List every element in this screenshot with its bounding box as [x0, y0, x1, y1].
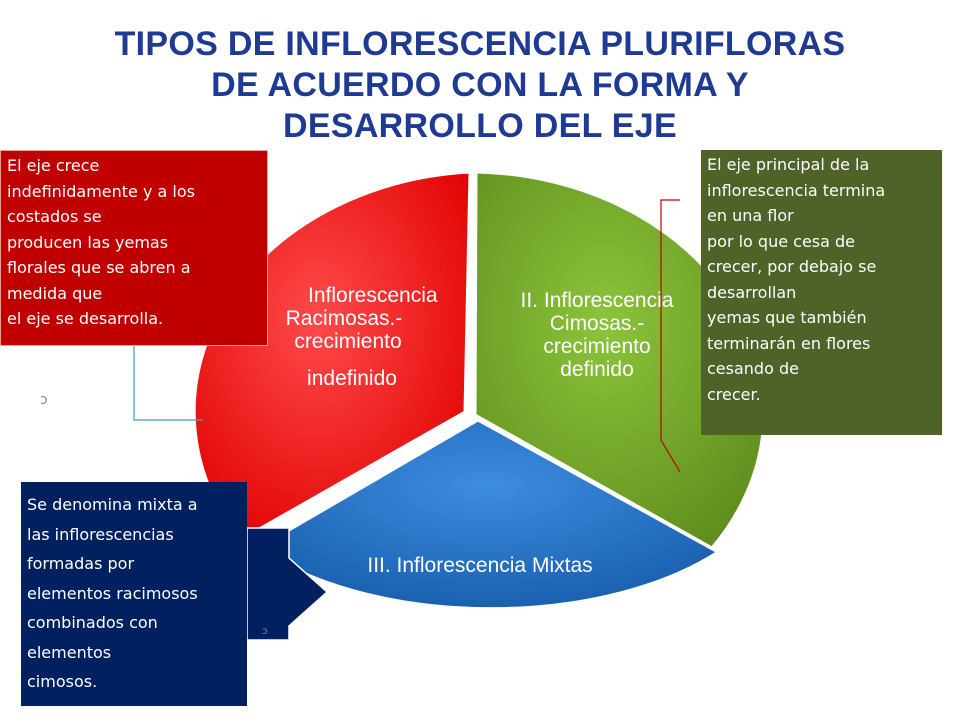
- cimosa-label-line-2: Cimosas.-: [549, 312, 645, 335]
- racimosa-label-line-1: Inflorescencia: [308, 284, 438, 307]
- racimosa-desc-line-4: producen las yemas: [7, 232, 169, 252]
- slide-title: TIPOS DE INFLORESCENCIA PLURIFLORAS DE A…: [40, 24, 920, 147]
- mixta-desc-line-7: cimosos.: [27, 672, 98, 691]
- cimosa-label: II. Inflorescencia Cimosas.- crecimiento…: [492, 289, 702, 381]
- racimosa-description-box: El eje crece indefinidamente y a los cos…: [0, 150, 268, 346]
- mixta-desc-line-3: formadas por: [27, 554, 135, 573]
- cimosa-desc-line-8: terminarán en flores: [707, 333, 871, 353]
- cimosa-desc-line-1: El eje principal de la: [707, 155, 870, 174]
- racimosa-desc-line-7: el eje se desarrolla.: [7, 309, 164, 328]
- cimosa-desc-line-10: crecer.: [707, 384, 761, 404]
- mixta-desc-line-4: elementos racimosos: [27, 583, 198, 603]
- cimosa-connector-line: [660, 199, 681, 473]
- racimosa-desc-line-2: indefinidamente y a los: [7, 181, 195, 201]
- mixta-label: III. Inflorescencia Mixtas: [320, 554, 640, 577]
- cimosa-desc-line-2: inflorescencia termina: [707, 180, 886, 200]
- cimosa-desc-line-9: cesando de: [707, 359, 799, 378]
- title-line-2: DE ACUERDO CON LA FORMA Y: [211, 66, 749, 104]
- racimosa-desc-line-6: medida que: [7, 283, 103, 303]
- racimosa-desc-line-3: costados se: [7, 207, 102, 226]
- racimosa-desc-line-5: florales que se abren a: [7, 258, 191, 277]
- mixta-desc-line-6: elementos: [27, 642, 112, 662]
- title-line-3: DESARROLLO DEL EJE: [283, 107, 677, 145]
- cimosa-label-line-3: crecimiento: [543, 335, 651, 358]
- cimosa-label-line-1: II. Inflorescencia: [520, 289, 674, 312]
- title-line-1: TIPOS DE INFLORESCENCIA PLURIFLORAS: [114, 25, 846, 63]
- cimosa-label-line-4: definido: [560, 358, 634, 381]
- cimosa-desc-line-4: por lo que cesa de: [707, 231, 856, 251]
- racimosa-connector-line: [133, 345, 203, 421]
- racimosa-label-line-4: indefinido: [307, 367, 397, 390]
- cimosa-desc-line-3: en una flor: [707, 206, 794, 225]
- cimosa-desc-line-7: yemas que también: [707, 308, 867, 327]
- cimosa-desc-line-5: crecer, por debajo se: [707, 257, 877, 276]
- mixta-desc-line-2: las inflorescencias: [27, 524, 174, 544]
- mixta-desc-line-1: Se denomina mixta a: [27, 495, 198, 514]
- racimosa-label-line-2: Racimosas.-: [285, 307, 403, 330]
- mixta-desc-line-5: combinados con: [27, 613, 158, 632]
- racimosa-label: Inflorescencia Racimosas.- crecimiento i…: [262, 284, 442, 390]
- racimosa-label-line-3: crecimiento: [294, 330, 402, 353]
- stray-mark-bottom: ↄ: [262, 626, 268, 637]
- racimosa-desc-line-1: El eje crece: [7, 156, 100, 175]
- cimosa-desc-line-6: desarrollan: [707, 282, 797, 302]
- mixta-label-line-1: III. Inflorescencia Mixtas: [367, 554, 593, 577]
- mixta-description-box: Se denomina mixta a las inflorescencias …: [21, 482, 247, 706]
- mixta-arrow-callout: [246, 527, 329, 641]
- stray-mark-left: ↄ: [40, 392, 48, 408]
- cimosa-description-box: El eje principal de la inflorescencia te…: [701, 150, 942, 435]
